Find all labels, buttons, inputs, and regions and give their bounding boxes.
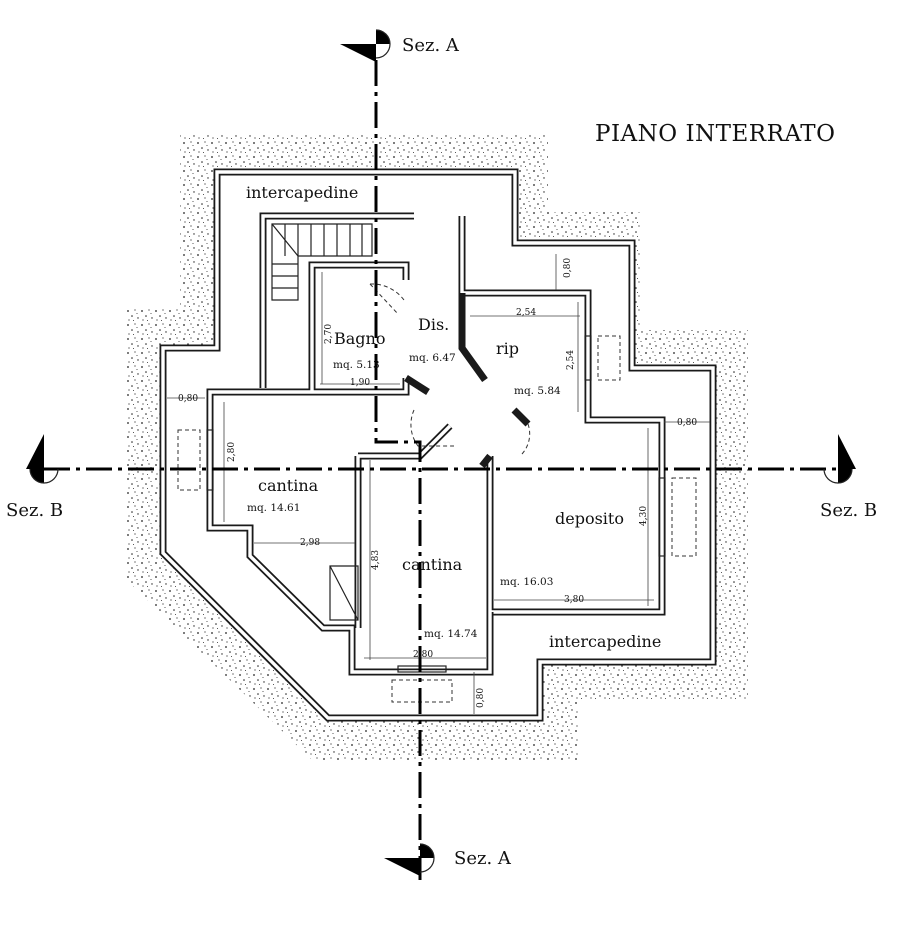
dim-rip-height: 2,54 xyxy=(566,350,576,370)
soil-hatch xyxy=(127,135,748,760)
window-bottom xyxy=(397,665,447,673)
plan-title: PIANO INTERRATO xyxy=(595,121,836,147)
section-marker-a-bottom xyxy=(384,843,435,876)
room-area-deposito: mq. 16.03 xyxy=(500,576,553,588)
staircase xyxy=(271,223,373,301)
window-right xyxy=(658,477,666,557)
room-area-dis: mq. 6.47 xyxy=(409,352,456,364)
light-well-bottom xyxy=(391,679,453,703)
rip-wall xyxy=(458,293,488,383)
dim-right-gap: 0,80 xyxy=(677,418,697,428)
section-label-b-right: Sez. B xyxy=(820,500,877,521)
light-well-rip xyxy=(597,335,621,381)
cantina-divider-wall xyxy=(479,453,493,469)
dim-deposito-height: 4,30 xyxy=(639,506,649,526)
room-label-cantina-center: cantina xyxy=(402,555,463,574)
dim-bagno-height: 2,70 xyxy=(324,324,334,344)
section-label-a-bottom: Sez. A xyxy=(454,848,512,869)
room-area-bagno: mq. 5.13 xyxy=(333,359,380,371)
bagno-door-swing xyxy=(369,283,405,315)
dim-rip-width: 2,54 xyxy=(516,308,536,318)
window-rip xyxy=(584,335,592,381)
room-label-rip: rip xyxy=(496,339,519,358)
room-area-cantina-center: mq. 14.74 xyxy=(424,628,478,640)
dim-cantina-left-width: 2,98 xyxy=(300,538,320,548)
dim-cantina-center-width: 2,80 xyxy=(413,650,433,660)
section-marker-a-top xyxy=(340,29,391,62)
dim-bottom-gap: 0,80 xyxy=(476,688,486,708)
room-label-cantina-left: cantina xyxy=(258,476,319,495)
dim-left-gap: 0,80 xyxy=(178,394,198,404)
room-label-bagno: Bagno xyxy=(334,329,385,348)
room-area-cantina-left: mq. 14.61 xyxy=(247,502,300,514)
section-label-a-top: Sez. A xyxy=(402,35,460,56)
rip-door-wall xyxy=(511,407,531,427)
room-label-deposito: deposito xyxy=(555,509,624,528)
room-label-intercapedine-top: intercapedine xyxy=(246,183,358,202)
window-left xyxy=(206,429,214,491)
dis-door-swing xyxy=(410,409,454,447)
dim-bagno-width: 1,90 xyxy=(350,378,370,388)
room-area-rip: mq. 5.84 xyxy=(514,385,561,397)
light-well-left xyxy=(177,429,201,491)
dim-cantina-center-height: 4,83 xyxy=(371,550,381,570)
section-marker-b-right xyxy=(823,434,856,484)
section-axis-a-top xyxy=(374,60,422,880)
room-label-intercapedine-bottom: intercapedine xyxy=(549,632,661,651)
dim-top-gap: 0,80 xyxy=(563,258,573,278)
dimension-lines xyxy=(167,254,710,714)
dim-deposito-width: 3,80 xyxy=(564,595,584,605)
light-well-right xyxy=(671,477,697,557)
dim-cantina-left-height: 2,80 xyxy=(227,442,237,462)
rip-door-swing xyxy=(519,423,531,457)
dis-wall xyxy=(404,375,430,395)
ramp xyxy=(329,565,359,621)
section-marker-b-left xyxy=(26,434,59,484)
section-label-b-left: Sez. B xyxy=(6,500,63,521)
room-label-dis: Dis. xyxy=(418,315,449,334)
